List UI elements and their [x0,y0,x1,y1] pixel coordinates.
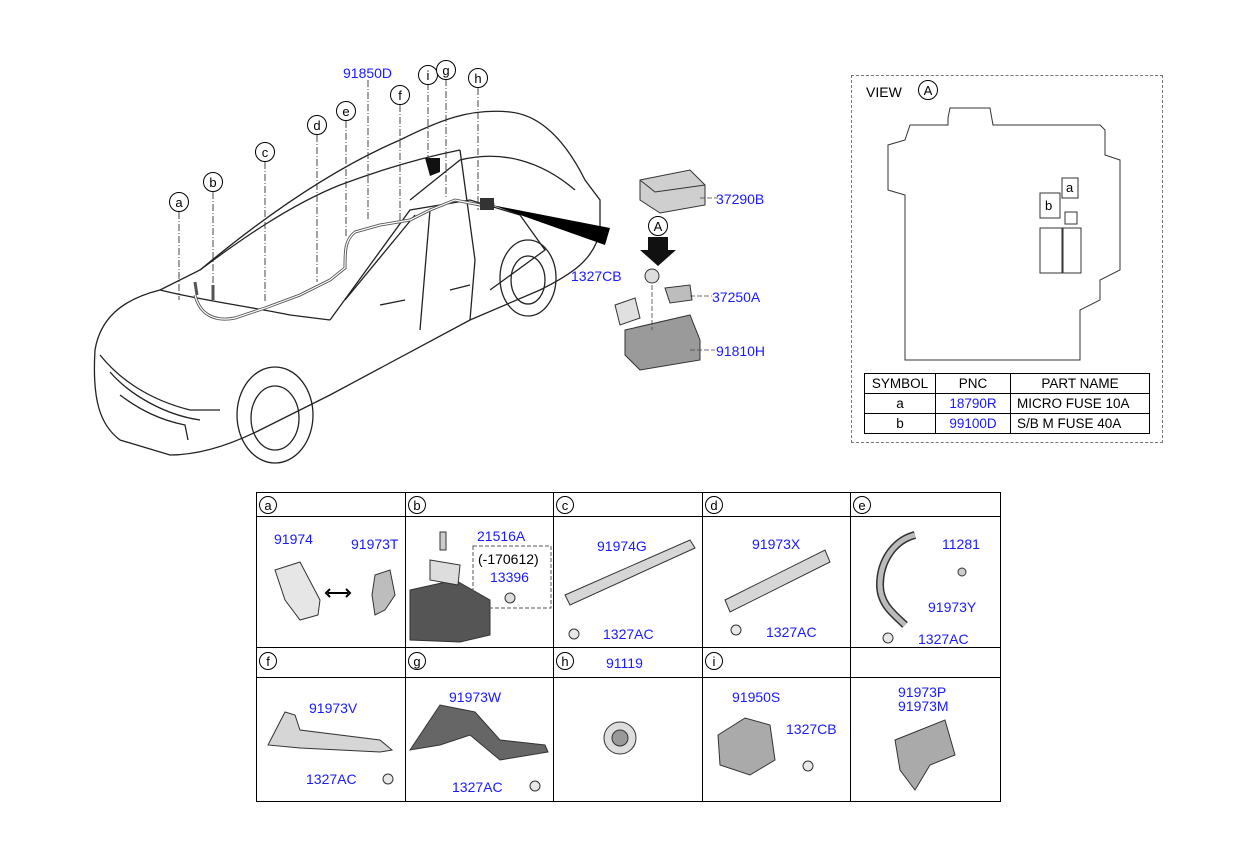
part-1327AC-c[interactable]: 1327AC [603,626,654,642]
cell-h-head: h [556,652,574,670]
view-circle-a: A [918,80,938,100]
part-11281[interactable]: 11281 [942,536,980,552]
callout-d[interactable]: d [307,115,327,135]
part-91973W[interactable]: 91973W [449,689,502,705]
row-b-pnc[interactable]: 99100D [935,413,1011,434]
parts-table: SYMBOL PNC PART NAME a 18790R MICRO FUSE… [864,373,1150,434]
row-b-name: S/B M FUSE 40A [1010,413,1150,434]
part-1327AC-f[interactable]: 1327AC [306,771,357,787]
callout-b[interactable]: b [203,172,223,192]
part-91974[interactable]: 91974 [274,531,313,547]
cell-g-head: g [408,652,426,670]
callout-h[interactable]: h [468,68,488,88]
row-b-symbol: b [864,413,936,434]
cell-d-head: d [705,496,723,514]
part-37250A[interactable]: 37250A [712,289,761,305]
part-91973V[interactable]: 91973V [309,700,358,716]
part-91810H[interactable]: 91810H [716,343,766,359]
cell-b-head: b [408,496,426,514]
part-1327AC-e[interactable]: 1327AC [918,631,969,647]
part-91950S[interactable]: 91950S [732,689,781,705]
view-fuse-a: a [1066,180,1074,195]
part-1327CB-i[interactable]: 1327CB [786,721,837,737]
view-title: VIEW [866,84,902,100]
header-pnc: PNC [935,373,1011,394]
callout-a[interactable]: a [169,192,189,212]
part-91973P[interactable]: 91973P [898,684,947,700]
part-1327CB-main[interactable]: 1327CB [571,268,622,284]
callout-c[interactable]: c [255,142,275,162]
view-fuse-b: b [1045,198,1053,213]
note-170612: (-170612) [478,551,539,567]
cell-c-head: c [556,496,574,514]
cell-a-head: a [259,496,277,514]
part-1327AC-g[interactable]: 1327AC [452,779,503,795]
callout-view-a[interactable]: A [648,216,668,236]
part-91974G[interactable]: 91974G [597,538,647,554]
part-21516A[interactable]: 21516A [477,528,526,544]
part-13396[interactable]: 13396 [490,569,529,585]
part-91119[interactable]: 91119 [606,655,643,671]
callout-g[interactable]: g [436,60,456,80]
part-37290B[interactable]: 37290B [716,191,765,207]
callout-e[interactable]: e [336,101,356,121]
part-91973T[interactable]: 91973T [351,536,399,552]
header-part-name: PART NAME [1010,373,1150,394]
part-1327AC-d[interactable]: 1327AC [766,624,817,640]
part-91973Y[interactable]: 91973Y [928,599,977,615]
cell-e-head: e [853,496,871,514]
part-91973M[interactable]: 91973M [898,698,949,714]
cell-i-head: i [705,652,723,670]
part-91850D[interactable]: 91850D [343,65,393,81]
callout-f[interactable]: f [390,85,410,105]
cell-f-head: f [259,652,277,670]
part-91973X[interactable]: 91973X [752,536,801,552]
view-a-panel [851,75,1163,443]
